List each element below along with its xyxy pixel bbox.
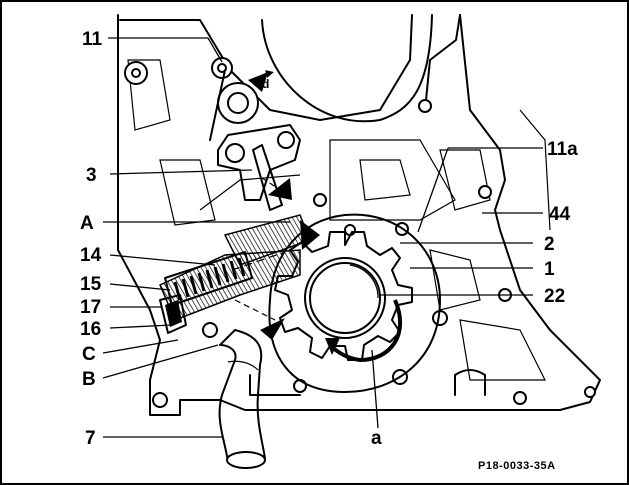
label-22: 22	[544, 286, 565, 307]
callout-labels: 11 d 3 A 14 15 17 16 C B 7 11a 44 2 1 22…	[80, 29, 578, 472]
label-1: 1	[544, 259, 555, 280]
label-A: A	[80, 213, 94, 234]
crankshaft-hub	[304, 257, 386, 339]
relief-valve-spring	[159, 251, 253, 334]
oil-pickup-tube	[218, 329, 266, 469]
label-a: a	[371, 428, 382, 449]
label-15: 15	[80, 274, 102, 295]
label-11: 11	[82, 29, 103, 50]
rotation-arrow-a	[325, 299, 402, 363]
label-11a: 11a	[547, 139, 578, 160]
label-3: 3	[86, 165, 97, 186]
label-7: 7	[85, 428, 96, 449]
engine-cover-housing	[117, 14, 601, 416]
label-d: d	[262, 77, 269, 91]
label-2: 2	[544, 234, 555, 255]
label-14: 14	[80, 245, 102, 266]
figure-reference: P18-0033-35A	[478, 460, 556, 472]
oil-pump-rotor	[274, 231, 413, 361]
label-16: 16	[80, 319, 101, 340]
leader-lines	[102, 37, 543, 438]
oil-channel	[159, 214, 320, 340]
label-B: B	[82, 369, 96, 390]
label-C: C	[82, 344, 96, 365]
oil-pump-housing	[268, 213, 441, 393]
label-17: 17	[80, 297, 101, 318]
label-44: 44	[549, 204, 571, 225]
relief-valve-bracket	[217, 124, 301, 211]
tensioner-assembly	[209, 57, 274, 141]
